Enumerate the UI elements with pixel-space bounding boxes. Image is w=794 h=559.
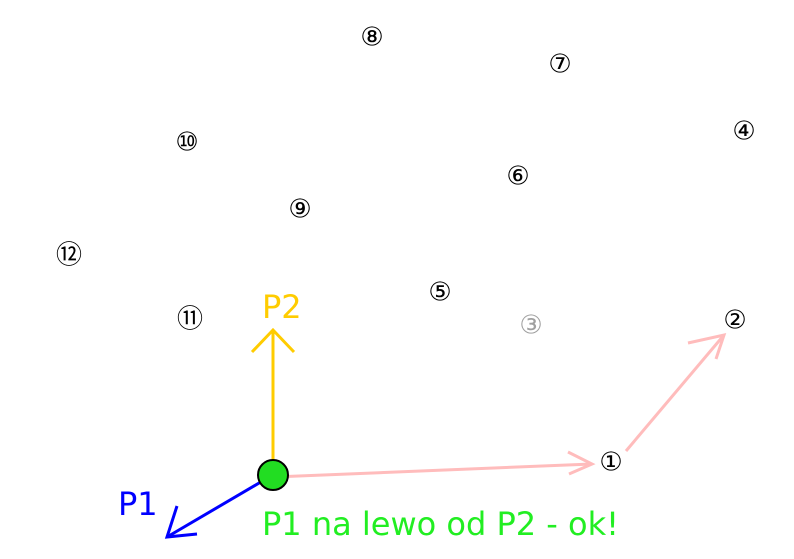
point-12: ⑫ (56, 241, 82, 271)
point-1: ① (599, 448, 622, 478)
vector-p2 (250, 327, 296, 472)
point-11: ⑪ (177, 305, 203, 335)
point-2: ② (723, 306, 746, 336)
anchor-point (257, 459, 289, 491)
point-8: ⑧ (360, 23, 383, 53)
point-3: ③ (519, 311, 542, 341)
status-message: P1 na lewo od P2 - ok! (262, 505, 619, 543)
point-4: ④ (732, 117, 755, 147)
point-9: ⑨ (288, 195, 311, 225)
point-6: ⑥ (506, 162, 529, 192)
point-7: ⑦ (548, 50, 571, 80)
hull-edge-1 (273, 450, 596, 479)
label-p1: P1 (118, 485, 158, 523)
label-p2: P2 (262, 288, 302, 326)
hull-edge-2 (624, 332, 727, 452)
point-5: ⑤ (428, 278, 451, 308)
point-10: ⑩ (175, 128, 198, 158)
vector-p1 (164, 474, 272, 539)
